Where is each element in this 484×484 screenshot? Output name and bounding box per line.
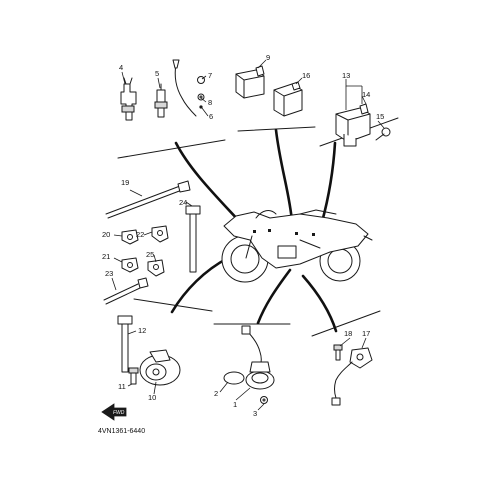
cable-tie-23-part	[103, 277, 149, 305]
cable-tie-19-part	[105, 180, 191, 219]
screw-15-part	[375, 127, 391, 141]
fuel-sender-1-part	[245, 361, 275, 390]
callout-part-16: 16	[302, 71, 310, 80]
bolt-11-part	[128, 367, 139, 385]
callout-part-7: 7	[208, 71, 212, 80]
callout-part-5: 5	[155, 69, 159, 78]
callout-part-13: 13	[342, 71, 350, 80]
part-callouts: 4 5 7 8 6 9 16 13 14 15 19 24 20 22 21 2…	[102, 53, 384, 418]
drawing-code: 4VN1361-6440	[98, 428, 145, 435]
callout-part-2: 2	[214, 389, 218, 398]
small-bolts-part	[197, 76, 205, 109]
motorcycle-outline	[221, 209, 373, 283]
clamp-20-part	[121, 229, 139, 245]
callout-part-25: 25	[146, 250, 154, 259]
bolt-18-part	[333, 344, 343, 361]
callout-part-21: 21	[102, 252, 110, 261]
callout-part-8: 8	[208, 98, 212, 107]
clamp-25-part	[147, 259, 165, 277]
forward-mark-label: FWD	[113, 410, 125, 416]
callout-part-12: 12	[138, 326, 146, 335]
screw-3-part	[260, 396, 268, 404]
callout-part-19: 19	[121, 178, 129, 187]
callout-part-4: 4	[119, 63, 123, 72]
clamp-21-part	[121, 257, 139, 273]
switch-17-part	[331, 347, 373, 406]
callout-part-3: 3	[253, 409, 257, 418]
gasket-2-part	[223, 371, 245, 385]
band-24-part	[185, 205, 201, 273]
callout-part-15: 15	[376, 112, 384, 121]
relay-9-part	[235, 65, 265, 99]
relay-16-part	[273, 81, 303, 117]
callout-part-24: 24	[179, 198, 187, 207]
leader-lines	[111, 59, 385, 411]
clamp-22-part	[151, 225, 169, 243]
callout-part-23: 23	[105, 269, 113, 278]
callout-part-6: 6	[209, 112, 213, 121]
relay-unit-13-part	[335, 103, 371, 147]
forward-direction-icon: FWD	[101, 403, 127, 421]
callout-part-17: 17	[362, 329, 370, 338]
spark-sensor-part	[154, 83, 168, 118]
callout-part-20: 20	[102, 230, 110, 239]
callout-part-1: 1	[233, 400, 237, 409]
wire-lead-part	[172, 59, 197, 117]
horn-bracket-12-part	[117, 315, 133, 373]
callout-part-10: 10	[148, 393, 156, 402]
horn-10-part	[139, 349, 181, 386]
callout-part-22: 22	[136, 230, 144, 239]
neutral-switch-part	[120, 77, 137, 121]
callout-part-9: 9	[266, 53, 270, 62]
callout-part-11: 11	[118, 382, 126, 391]
callout-part-18: 18	[344, 329, 352, 338]
callout-part-14: 14	[362, 90, 370, 99]
